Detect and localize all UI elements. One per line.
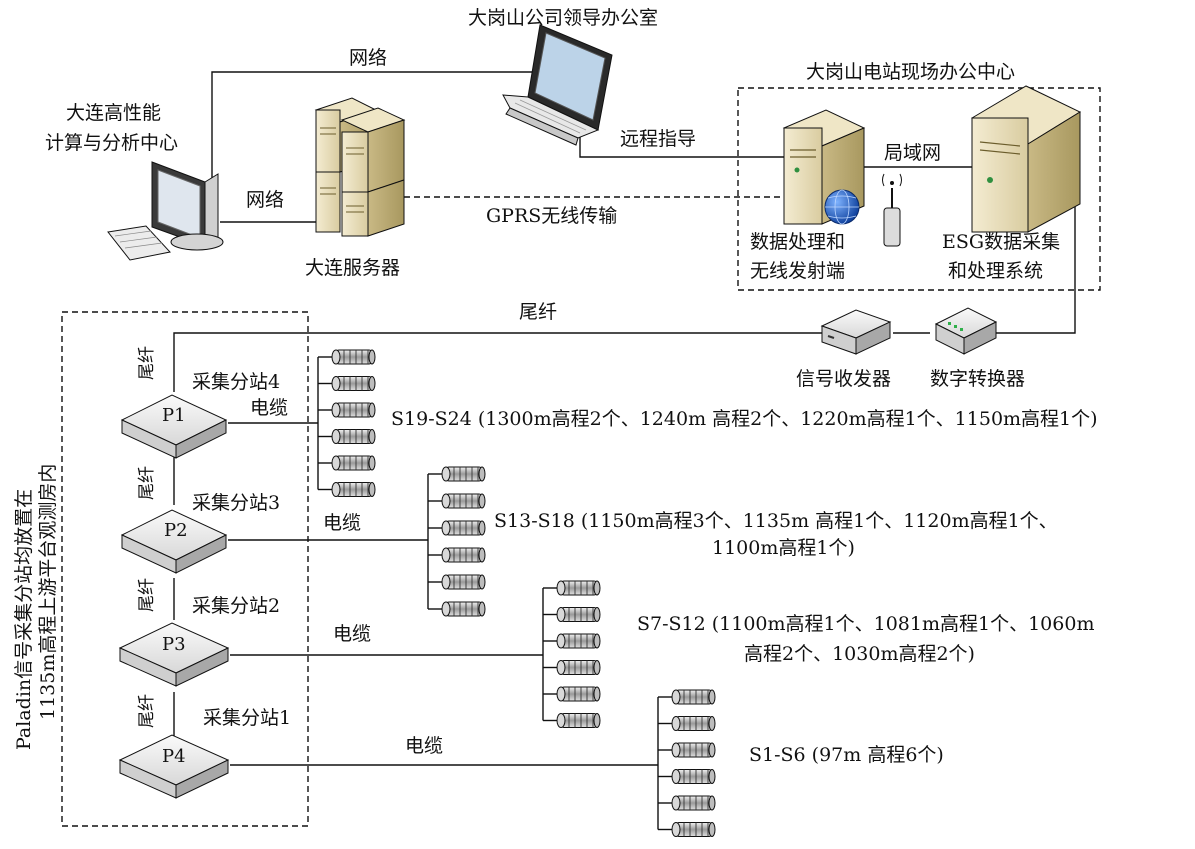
sensor-icon [441,601,486,617]
pigtail-top-label: 尾纤 [519,301,557,323]
sensor-icon [441,574,486,590]
remote-guidance-label: 远程指导 [620,128,696,150]
sensor-icon [671,742,716,758]
node-label-p3: P3 [162,634,186,655]
converter-icon [934,307,998,355]
network-top-label: 网络 [349,47,387,69]
sensor-icon [441,493,486,509]
esg-label-2: 和处理系统 [948,260,1043,282]
group-desc-p2-line2: 1100m高程1个) [712,537,855,559]
esg-downlink [995,200,1076,334]
data-proc-label-2: 无线发射端 [750,260,845,282]
sensor-icon [671,769,716,784]
site-office-boundary [737,87,1101,291]
pigtail-top-link [173,332,822,392]
sensor-icon [671,795,716,811]
dalian-center-label-1: 大连高性能 [66,102,161,124]
substation-room-boundary [61,311,309,827]
sensor-icon [671,822,716,837]
transceiver-icon [820,309,892,355]
sensor-icon [331,349,376,365]
sensor-icon [671,689,716,705]
pigtail-label-p4: 尾纤 [137,694,157,728]
node-label-p4: P4 [162,746,186,767]
node-label-p1: P1 [162,405,186,426]
converter-label: 数字转换器 [930,368,1025,390]
network-mid-label: 网络 [246,189,284,211]
dalian-center-label-2: 计算与分析中心 [45,132,178,154]
leader-office-label: 大岗山公司领导办公室 [468,7,658,29]
vertical-note-line1: Paladin信号采集分站均放置在 [13,489,35,750]
dalian-server-label: 大连服务器 [305,257,400,279]
hub-p1 [120,394,228,459]
hub-p4 [118,734,230,799]
sensor-icon [556,686,601,702]
sensor-icon [331,402,376,418]
sensor-icon [331,455,376,471]
desktop-computer-icon [107,161,224,261]
cable-label-p3: 电缆 [333,623,371,645]
gprs-label: GPRS无线传输 [486,205,617,227]
network-link-top [211,71,535,225]
cable-label-p4: 电缆 [405,735,443,757]
station-label-1: 采集分站1 [203,707,291,729]
sensor-icon [556,633,601,649]
sensor-icon [556,607,601,622]
lan-label: 局域网 [884,142,941,164]
vertical-note-line2: 1135m高程上游平台观测房内 [37,464,59,720]
antenna-icon [882,173,902,247]
sensor-icon [556,580,601,596]
cable-label-p2: 电缆 [323,512,361,534]
group-desc-p3-line1: S7-S12 (1100m高程1个、1081m高程1个、1060m [637,613,1094,635]
station-label-4: 采集分站4 [192,371,280,393]
sensor-icon [556,713,601,728]
data-proc-label-1: 数据处理和 [750,231,845,253]
server-stack-icon [314,97,406,237]
hub-p3 [118,622,230,687]
station-label-3: 采集分站3 [192,492,280,514]
sensor-icon [556,660,601,675]
sensor-groups [317,349,716,837]
group-desc-p4-line1: S1-S6 (97m 高程6个) [749,744,944,766]
group-desc-p1-line1: S19-S24 (1300m高程2个、1240m 高程2个、1220m高程1个、… [391,408,1098,430]
station-label-2: 采集分站2 [192,595,280,617]
remote-guidance-link [579,130,790,158]
site-office-label: 大岗山电站现场办公中心 [806,61,1015,83]
sensor-icon [441,520,486,536]
sensor-icon [331,376,376,391]
sensor-icon [441,547,486,563]
laptop-icon [502,24,613,146]
transceiver-label: 信号收发器 [796,368,891,390]
sensor-icon [441,466,486,482]
group-desc-p3-line2: 高程2个、1030m高程2个) [744,643,975,665]
cable-label-p1: 电缆 [250,397,288,419]
sensor-icon [671,716,716,731]
sensor-icon [331,482,376,497]
globe-icon [824,189,860,225]
sensor-icon [331,429,376,444]
node-label-p2: P2 [164,520,188,541]
hub-p2 [120,509,228,574]
esg-server-icon [970,85,1082,233]
pigtail-label-p3: 尾纤 [137,578,157,612]
pigtail-label-p2: 尾纤 [137,466,157,500]
pigtail-label-p1: 尾纤 [137,346,157,380]
group-desc-p2-line1: S13-S18 (1150m高程3个、1135m 高程1个、1120m高程1个、 [494,510,1058,532]
esg-label-1: ESG数据采集 [942,231,1060,253]
